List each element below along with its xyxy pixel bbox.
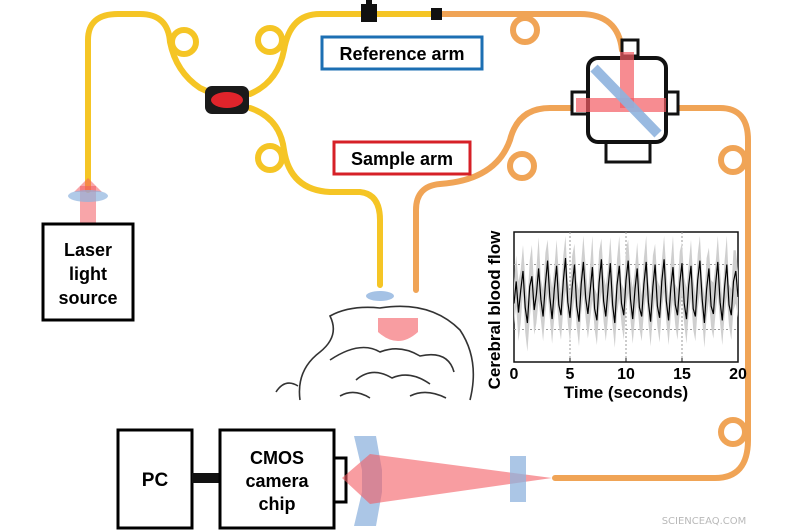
laser-label-line1: Laser (64, 240, 112, 260)
fiber-splitter-to-camera (552, 105, 751, 481)
chart-x-tick-label: 0 (510, 366, 519, 383)
chart-ylabel: Cerebral blood flow (485, 230, 504, 389)
fiber-loop-orange-right-top (718, 145, 748, 175)
fiber-coupler-glow (211, 92, 243, 108)
fiber-sample-return (413, 105, 579, 293)
cmos-label-line2: camera (245, 471, 309, 491)
sample-lens (366, 291, 394, 301)
fiber-coupler-to-reference (247, 11, 443, 97)
yellow-fiber-network (85, 11, 443, 288)
fiber-loop-orange-mid (507, 151, 537, 181)
fiber-laser-to-coupler (85, 11, 225, 193)
watermark: SCIENCEAQ.COM (662, 516, 747, 527)
fiber-coupler-to-sample (247, 105, 383, 288)
laser-source-box (41, 222, 135, 322)
beam-splitter (570, 38, 680, 164)
collimator-lens (510, 456, 526, 502)
fiber-loop-sample (255, 143, 285, 173)
sample-arm-label: Sample arm (351, 149, 453, 169)
reference-connector-1-cap (366, 0, 372, 6)
chart-x-tick-label: 20 (729, 366, 747, 383)
reference-arm-box (320, 35, 484, 71)
reference-connector-2 (431, 8, 442, 20)
reference-connector-1 (361, 4, 377, 22)
pc-label: PC (142, 470, 169, 491)
fiber-loop-left-top (169, 27, 199, 57)
fiber-loop-orange-top (510, 15, 540, 45)
pc-box (116, 428, 194, 530)
blood-flow-chart: 0 5 10 15 20 Time (seconds) Cerebral blood f… (485, 230, 747, 402)
cmos-label-line1: CMOS (250, 448, 304, 468)
sample-arm-box (332, 140, 472, 176)
fiber-loop-orange-right-bottom (718, 417, 748, 447)
chart-xlabel: Time (seconds) (564, 383, 688, 402)
chart-x-ticks: 0 5 10 15 20 (510, 358, 747, 383)
orange-fiber-network (413, 11, 751, 481)
cmos-box (218, 428, 336, 530)
cmos-label-line3: chip (258, 494, 295, 514)
sample-beam-spot (378, 318, 418, 341)
fiber-loop-reference (255, 25, 285, 55)
chart-x-tick-label: 15 (673, 366, 691, 383)
laser-label-line2: light (69, 264, 107, 284)
chart-x-tick-label: 5 (566, 366, 575, 383)
laser-label-line3: source (58, 288, 117, 308)
pc-cable (192, 473, 222, 483)
laser-beam-arrow (74, 178, 102, 192)
chart-series-line (513, 257, 739, 324)
chart-x-tick-label: 10 (617, 366, 635, 383)
head-outline (275, 305, 475, 401)
camera-beam (342, 454, 552, 504)
reference-arm-label: Reference arm (339, 44, 464, 64)
laser-lens (68, 190, 108, 202)
